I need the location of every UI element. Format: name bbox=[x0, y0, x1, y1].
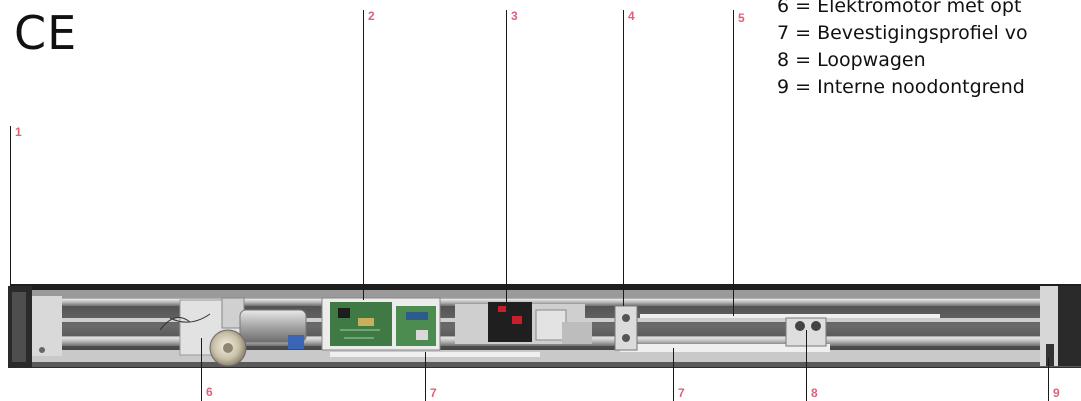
legend-item-8: 8 = Loopwagen bbox=[777, 49, 926, 71]
lock-module bbox=[455, 302, 592, 344]
electric-motor bbox=[159, 297, 307, 367]
legend-item-7: 7 = Bevestigingsprofiel vo bbox=[777, 22, 1028, 44]
control-board bbox=[321, 297, 441, 351]
legend-item-6: 6 = Elektromotor met opt bbox=[777, 0, 1022, 17]
legend-list: 6 = Elektromotor met opt 7 = Bevestiging… bbox=[777, 0, 1081, 101]
ce-mark-logo: CE bbox=[14, 6, 78, 60]
left-end-cap bbox=[8, 286, 62, 368]
carriage-left bbox=[614, 305, 638, 351]
legend-item-9: 9 = Interne noodontgrend bbox=[777, 76, 1025, 98]
right-end-cap bbox=[1040, 286, 1081, 366]
drive-belt bbox=[330, 314, 940, 357]
